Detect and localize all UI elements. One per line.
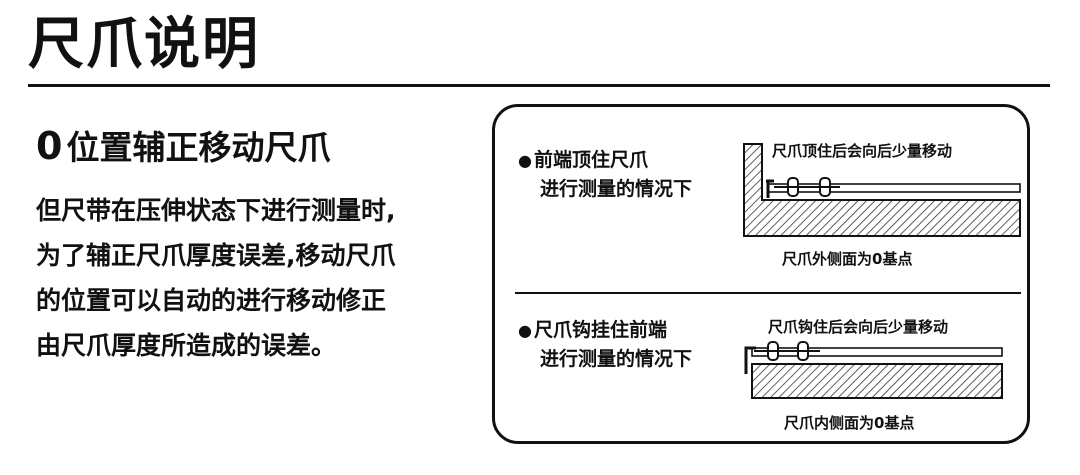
- case1-diagram: [743, 143, 1021, 237]
- section-heading-text: 位置辅正移动尺爪: [66, 128, 331, 167]
- case2-base-note: 尺爪内侧面为0基点: [784, 414, 915, 432]
- case1-stopper-block: [743, 143, 1021, 237]
- case2-move-note: 尺爪钩住后会向后少量移动: [768, 318, 949, 336]
- body-line: 但尺带在压伸状态下进行测量时,: [36, 196, 396, 225]
- page-title: 尺爪说明: [28, 12, 260, 77]
- case2-hook-claw: [744, 346, 756, 374]
- case2-workpiece: [751, 363, 1003, 399]
- body-line: 为了辅正尺爪厚度误差,移动尺爪: [36, 241, 396, 270]
- case1-label-line2: 进行测量的情况下: [540, 178, 693, 200]
- case1-move-note: 尺爪顶住后会向后少量移动: [772, 142, 953, 160]
- case1-label: ●前端顶住尺爪 进行测量的情况下: [518, 146, 692, 203]
- bullet-icon: ●: [518, 321, 532, 340]
- panel-divider: [515, 292, 1021, 294]
- case2-label: ●尺爪钩挂住前端 进行测量的情况下: [518, 316, 692, 373]
- section-body: 但尺带在压伸状态下进行测量时, 为了辅正尺爪厚度误差,移动尺爪 的位置可以自动的…: [36, 188, 486, 368]
- case2-diagram: [744, 341, 1003, 399]
- bullet-icon: ●: [518, 151, 532, 170]
- body-line: 由尺爪厚度所造成的误差。: [36, 331, 337, 360]
- case1-base-note: 尺爪外侧面为0基点: [782, 250, 913, 268]
- body-line: 的位置可以自动的进行移动修正: [36, 286, 387, 315]
- case2-tape-blade: [751, 347, 1003, 357]
- case1-hook-claw: [766, 179, 774, 198]
- title-underline: [28, 84, 1050, 87]
- case2-label-line2: 进行测量的情况下: [540, 348, 693, 370]
- case2-label-line1: 尺爪钩挂住前端: [533, 319, 667, 341]
- section-heading-zero: 0: [36, 124, 63, 168]
- case1-label-line1: 前端顶住尺爪: [533, 149, 648, 171]
